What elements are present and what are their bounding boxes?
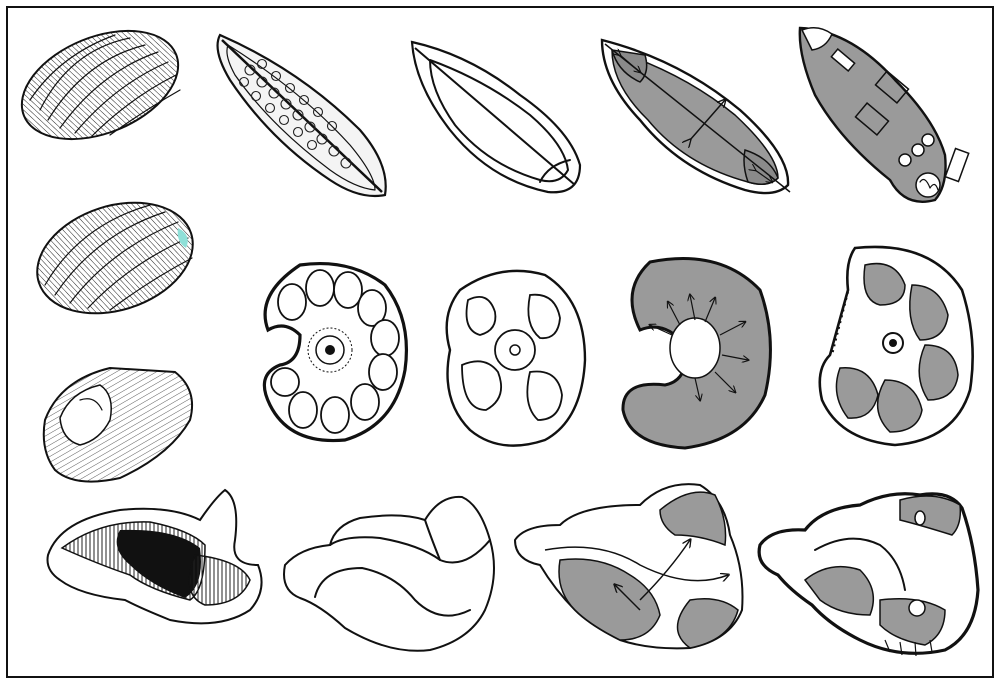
- gray-room-plan: [798, 26, 970, 203]
- double-outline: [410, 40, 582, 194]
- gray-cell-plan: [818, 245, 974, 447]
- gray-radial-diagram: [621, 257, 772, 450]
- blob-cells: [445, 269, 587, 447]
- gray-flow-diagram: [513, 483, 744, 650]
- gray-axis-diagram: [600, 38, 791, 195]
- ammonite-cells: [262, 261, 409, 443]
- gray-folded-plan: [757, 492, 980, 657]
- black-folded-sketch: [46, 488, 263, 625]
- hatched-shell-sketch: [20, 29, 181, 141]
- folded-outline: [283, 495, 495, 652]
- hatched-shell-sketch-3: [42, 366, 194, 483]
- hatched-shell-sketch-2: [36, 201, 194, 315]
- spine-outline: [216, 33, 387, 198]
